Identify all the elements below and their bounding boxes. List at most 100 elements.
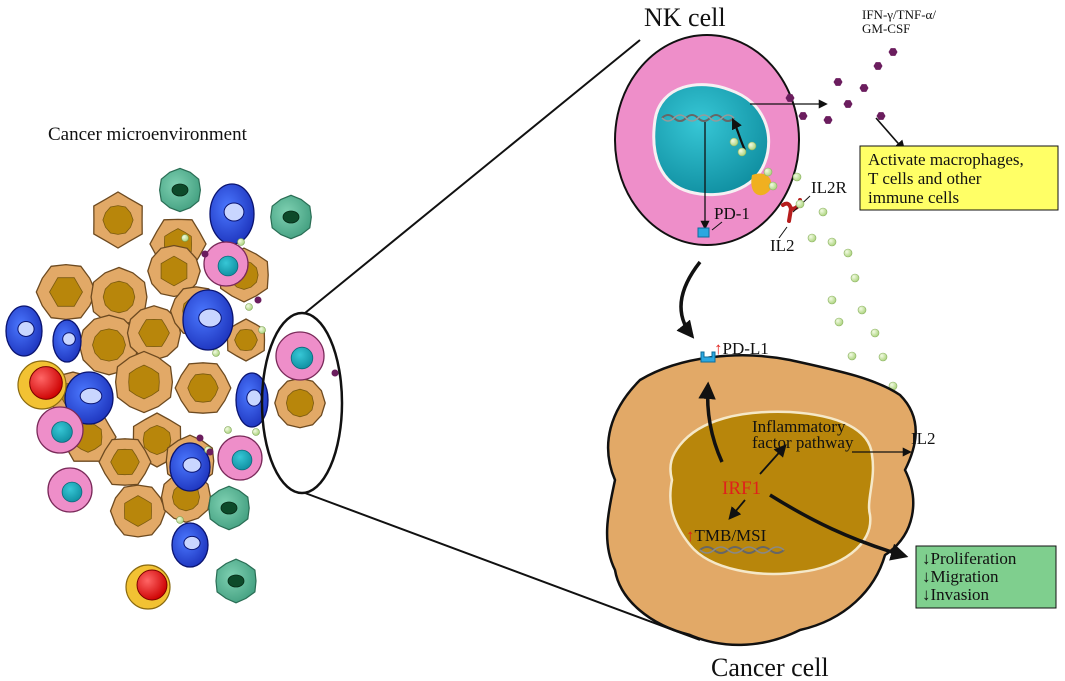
cytokine-particle-icon bbox=[798, 112, 808, 120]
il2-bead-icon bbox=[212, 349, 220, 357]
il2-bead-icon bbox=[224, 426, 232, 434]
cytokine-particle-icon bbox=[859, 84, 869, 92]
il2-label-bottom: IL2 bbox=[911, 429, 936, 448]
cytokine-dot-icon bbox=[196, 434, 204, 442]
nk-cell-label: NK cell bbox=[644, 3, 726, 32]
il2-bead-icon bbox=[857, 305, 867, 315]
activate-line-1: Activate macrophages, bbox=[868, 150, 1024, 169]
cancer-cell-label: Cancer cell bbox=[711, 653, 829, 681]
il2-bead-icon bbox=[870, 328, 880, 338]
il2-bead-icon bbox=[878, 352, 888, 362]
tumor-nucleus-icon bbox=[138, 318, 170, 348]
activate-line-2: T cells and other bbox=[868, 169, 982, 188]
tumor-nucleus-icon bbox=[142, 424, 172, 456]
tumor-nucleus-icon bbox=[102, 205, 134, 235]
pdl1-label: ↑PD-L1 bbox=[714, 339, 769, 358]
lymphocyte-nucleus-icon bbox=[198, 308, 222, 328]
cytokines-label: IFN-γ/TNF-α/ GM-CSF bbox=[862, 7, 939, 36]
tumor-nucleus-icon bbox=[160, 255, 188, 287]
cytokine-to-activate-arrow bbox=[875, 117, 906, 152]
il2-bead-icon bbox=[827, 295, 837, 305]
il2-bead-icon bbox=[729, 137, 739, 147]
tmb-msi-label: ↑TMB/MSI bbox=[686, 526, 767, 545]
lymphocyte-nucleus-icon bbox=[223, 202, 245, 222]
lymphocyte-nucleus-icon bbox=[17, 321, 35, 337]
cancer-cell bbox=[605, 351, 917, 647]
macrophage-nucleus-icon bbox=[171, 183, 189, 197]
cytokine-particle-icon bbox=[888, 48, 898, 56]
tumor-nucleus-icon bbox=[285, 388, 315, 418]
tumor-nucleus-icon bbox=[92, 328, 126, 362]
zoom-ellipse bbox=[260, 311, 344, 495]
macrophage-nucleus-icon bbox=[220, 501, 238, 515]
tumor-nucleus-icon bbox=[124, 495, 152, 527]
irf1-to-tmb-arrow bbox=[728, 499, 746, 520]
cytokine-dot-icon bbox=[331, 369, 339, 377]
il2-bead-icon bbox=[843, 248, 853, 258]
irf1-to-effects-arrow bbox=[769, 493, 909, 561]
nk-to-cancer-arrow bbox=[676, 260, 702, 339]
cytokine-particle-icon bbox=[785, 94, 795, 102]
macrophage-nucleus-icon bbox=[282, 210, 300, 224]
tumor-nucleus-icon bbox=[102, 280, 136, 314]
nk-nucleus bbox=[652, 83, 772, 197]
cytokine-particle-icon bbox=[876, 112, 886, 120]
il2-bead-icon bbox=[827, 237, 837, 247]
il2-bead-icon bbox=[847, 351, 857, 361]
il2-bead-icon bbox=[245, 303, 253, 311]
lymphocyte-nucleus-icon bbox=[182, 457, 202, 473]
nk-nucleus-icon bbox=[231, 449, 253, 471]
nk-nucleus-icon bbox=[290, 346, 314, 370]
effects-text: ↓Proliferation ↓Migration ↓Invasion bbox=[922, 549, 1021, 604]
cytokine-particle-icon bbox=[833, 78, 843, 86]
activate-immune-box: Activate macrophages, T cells and other … bbox=[859, 145, 1059, 211]
cytokine-dot-icon bbox=[206, 448, 214, 456]
il2-bead-icon bbox=[737, 147, 747, 157]
effect-line-2: ↓Migration bbox=[922, 567, 999, 586]
dendritic-nucleus-icon bbox=[29, 366, 63, 400]
nk-nucleus-icon bbox=[51, 421, 73, 443]
il2-bead-icon bbox=[795, 199, 805, 209]
il2-bead-icon bbox=[768, 181, 778, 191]
tumor-nucleus-icon bbox=[128, 364, 160, 400]
irf1-label: IRF1 bbox=[722, 478, 761, 499]
macrophage-nucleus-icon bbox=[227, 574, 245, 588]
activate-text: Activate macrophages, T cells and other … bbox=[868, 150, 1028, 207]
cytokine-particle-icon bbox=[823, 116, 833, 124]
nk-nucleus-icon bbox=[61, 481, 83, 503]
tumor-nucleus-icon bbox=[49, 277, 83, 307]
microenvironment-cluster bbox=[5, 167, 339, 610]
cytokine-dot-icon bbox=[201, 250, 209, 258]
il2-bead-icon bbox=[763, 167, 773, 177]
il2-uptake-arrow bbox=[732, 118, 746, 151]
inflammatory-label: Inflammatory factor pathway bbox=[752, 417, 854, 452]
il2-label-top: IL2 bbox=[770, 236, 795, 255]
il2-bead-icon bbox=[818, 207, 828, 217]
cytokine-particle-icon bbox=[843, 100, 853, 108]
effects-box: ↓Proliferation ↓Migration ↓Invasion bbox=[915, 545, 1057, 609]
nk-cell bbox=[614, 34, 828, 246]
il2-bead-icon bbox=[181, 234, 189, 242]
lymphocyte-nucleus-icon bbox=[79, 387, 103, 405]
il2-bead-icon bbox=[258, 326, 266, 334]
activate-line-3: immune cells bbox=[868, 188, 959, 207]
dendritic-nucleus-icon bbox=[136, 569, 168, 601]
effect-line-1: ↓Proliferation bbox=[922, 549, 1017, 568]
cytokine-particle-icon bbox=[873, 62, 883, 70]
il2-bead-icon bbox=[176, 516, 184, 524]
effect-line-3: ↓Invasion bbox=[922, 585, 990, 604]
tumor-nucleus-icon bbox=[110, 448, 140, 476]
pd1-receptor-icon bbox=[697, 227, 710, 238]
cytokine-dot-icon bbox=[254, 296, 262, 304]
pd1-label: PD-1 bbox=[714, 204, 750, 223]
irf1-to-inflammatory-arrow bbox=[759, 444, 787, 475]
il2r-label: IL2R bbox=[811, 178, 848, 197]
pdl1-receptor-icon bbox=[700, 351, 716, 363]
il2-bead-icon bbox=[252, 428, 260, 436]
microenvironment-label: Cancer microenvironment bbox=[48, 124, 248, 145]
lymphocyte-nucleus-icon bbox=[183, 535, 201, 551]
il2-bead-icon bbox=[850, 273, 860, 283]
tumor-nucleus-icon bbox=[187, 373, 219, 403]
lymphocyte-nucleus-icon bbox=[62, 332, 76, 346]
